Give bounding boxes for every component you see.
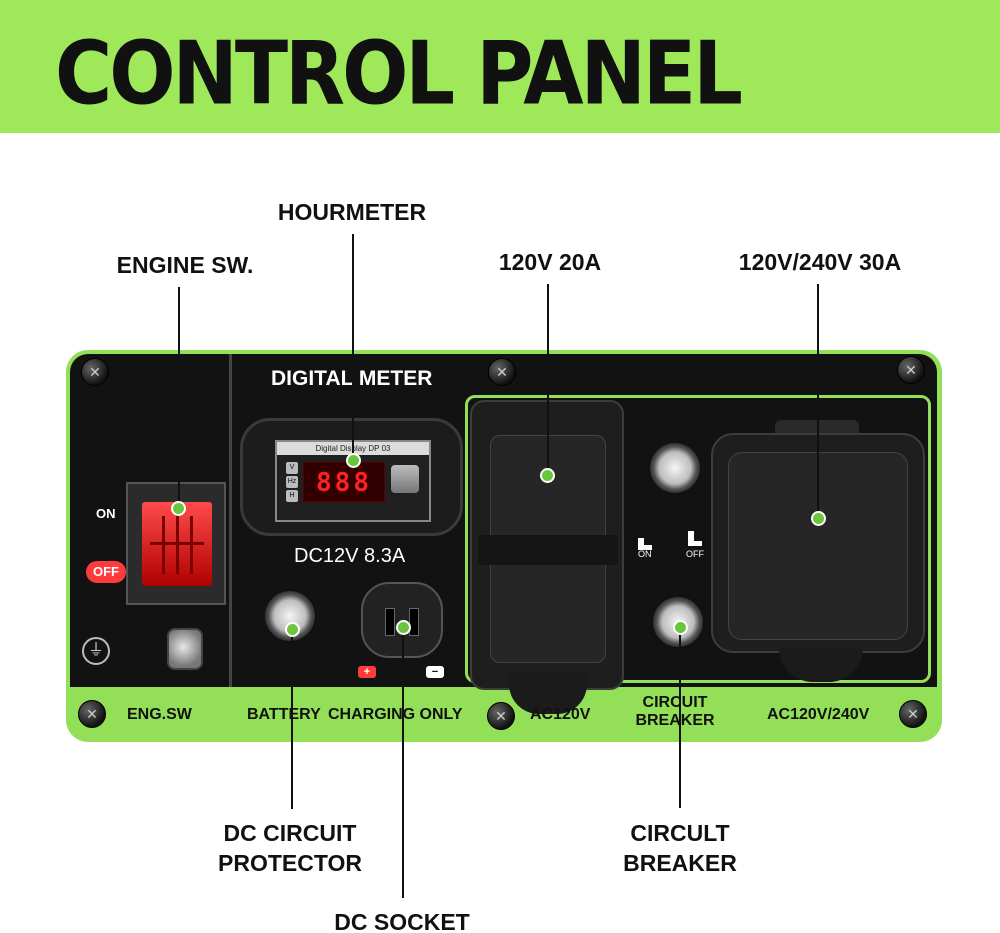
dc-rating-label: DC12V 8.3A (294, 545, 406, 567)
marker-dc-socket (395, 619, 411, 635)
leader-engine-switch (178, 287, 180, 508)
panel-divider (229, 354, 232, 687)
breaker-on-label: ON (638, 549, 652, 559)
switch-off-label: OFF (86, 561, 126, 583)
unit-hours: H (286, 490, 298, 502)
polarity-minus-icon: − (426, 666, 444, 678)
page-title: CONTROL PANEL (55, 24, 743, 125)
callout-circuit-breaker-line2: BREAKER (623, 850, 737, 876)
leader-circuit-breaker (679, 627, 681, 808)
breaker-on-icon (638, 537, 652, 550)
callout-engine-switch: ENGINE SW. (116, 252, 254, 278)
outlet-120v-cover-tab[interactable] (509, 672, 587, 714)
outlet-120v-cover-hinge (478, 535, 618, 565)
leader-hourmeter (352, 234, 354, 460)
marker-120v-outlet (539, 467, 555, 483)
polarity-plus-icon: + (358, 666, 376, 678)
label-circuit-breaker-line2: BREAKER (635, 712, 715, 729)
label-eng-sw: ENG.SW (127, 706, 192, 723)
callout-240v-outlet: 120V/240V 30A (738, 249, 902, 275)
unit-hertz: Hz (286, 476, 298, 488)
callout-120v-outlet: 120V 20A (498, 249, 602, 275)
callout-dc-socket: DC SOCKET (334, 909, 470, 933)
title-banner: CONTROL PANEL (0, 0, 1000, 133)
marker-240v-outlet (810, 510, 826, 526)
label-ac120-240v: AC120V/240V (767, 706, 870, 723)
leader-dc-socket (402, 627, 404, 898)
digital-meter-label: DIGITAL METER (271, 367, 433, 390)
screw-icon (487, 702, 515, 730)
label-charging-only: CHARGING ONLY (328, 706, 463, 723)
marker-circuit-breaker (672, 619, 688, 635)
switch-on-label: ON (96, 506, 116, 521)
marker-engine-switch (170, 500, 186, 516)
label-circuit-breaker-line1: CIRCUIT (642, 694, 708, 711)
meter-mode-button[interactable] (391, 465, 419, 493)
screw-icon (488, 358, 516, 386)
marker-dc-protector (284, 621, 300, 637)
ac-outlet-frame (465, 395, 931, 683)
callout-dc-circuit-protector: DC CIRCUIT PROTECTOR (200, 818, 380, 878)
callout-circuit-breaker-line1: CIRCULT (630, 820, 730, 846)
leader-240v-outlet (817, 284, 819, 518)
screw-icon (81, 358, 109, 386)
leader-120v-outlet (547, 284, 549, 475)
label-battery: BATTERY (247, 706, 321, 723)
label-ac120v: AC120V (530, 706, 591, 723)
ground-terminal-bolt (167, 628, 203, 670)
ground-icon: ⏚ (82, 637, 110, 665)
marker-hourmeter (345, 452, 361, 468)
breaker-off-label: OFF (686, 549, 704, 559)
callout-dc-protector-line2: PROTECTOR (218, 850, 362, 876)
callout-dc-protector-line1: DC CIRCUIT (223, 820, 357, 846)
callout-circuit-breaker: CIRCULT BREAKER (590, 818, 770, 878)
leader-dc-protector (291, 629, 293, 809)
rocker-paddle[interactable] (142, 502, 212, 586)
breaker-reset-button-top[interactable] (648, 441, 702, 495)
breaker-off-icon (688, 531, 702, 546)
screw-icon (897, 356, 925, 384)
unit-volts: V (286, 462, 298, 474)
screw-icon (899, 700, 927, 728)
label-circuit-breaker: CIRCUIT BREAKER (625, 694, 725, 730)
screw-icon (78, 700, 106, 728)
callout-hourmeter: HOURMETER (277, 199, 427, 225)
meter-unit-indicators: V Hz H (286, 462, 298, 504)
meter-lcd-reading: 888 (303, 462, 385, 502)
